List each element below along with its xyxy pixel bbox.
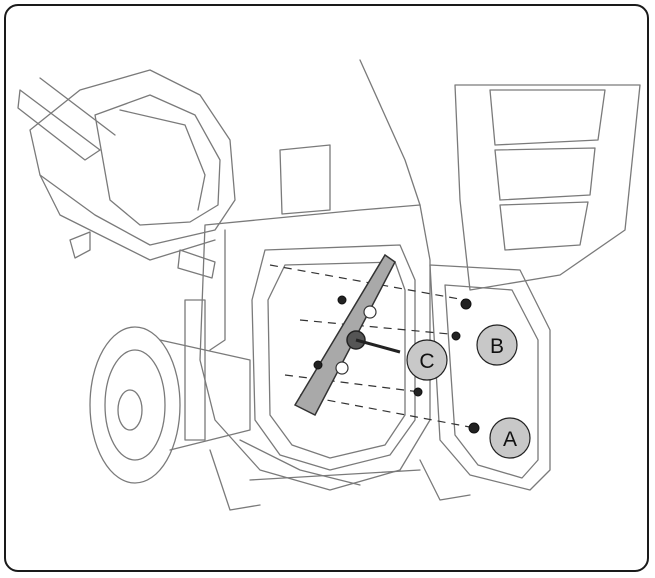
callout-c: C xyxy=(406,339,448,381)
wheel xyxy=(89,326,251,484)
chipper-blade xyxy=(293,253,401,417)
chipper-housing xyxy=(184,59,431,491)
diagram-frame xyxy=(4,4,649,572)
explode-lines xyxy=(269,264,476,429)
callout-a-label: A xyxy=(503,428,517,451)
base-frame xyxy=(209,449,471,511)
callout-a: A xyxy=(489,417,531,459)
callout-c-label: C xyxy=(419,350,434,373)
fasteners xyxy=(313,295,480,434)
feed-hopper xyxy=(17,69,236,279)
callout-b: B xyxy=(476,324,518,366)
callout-b-label: B xyxy=(490,335,504,358)
side-cover-panel xyxy=(429,84,641,491)
